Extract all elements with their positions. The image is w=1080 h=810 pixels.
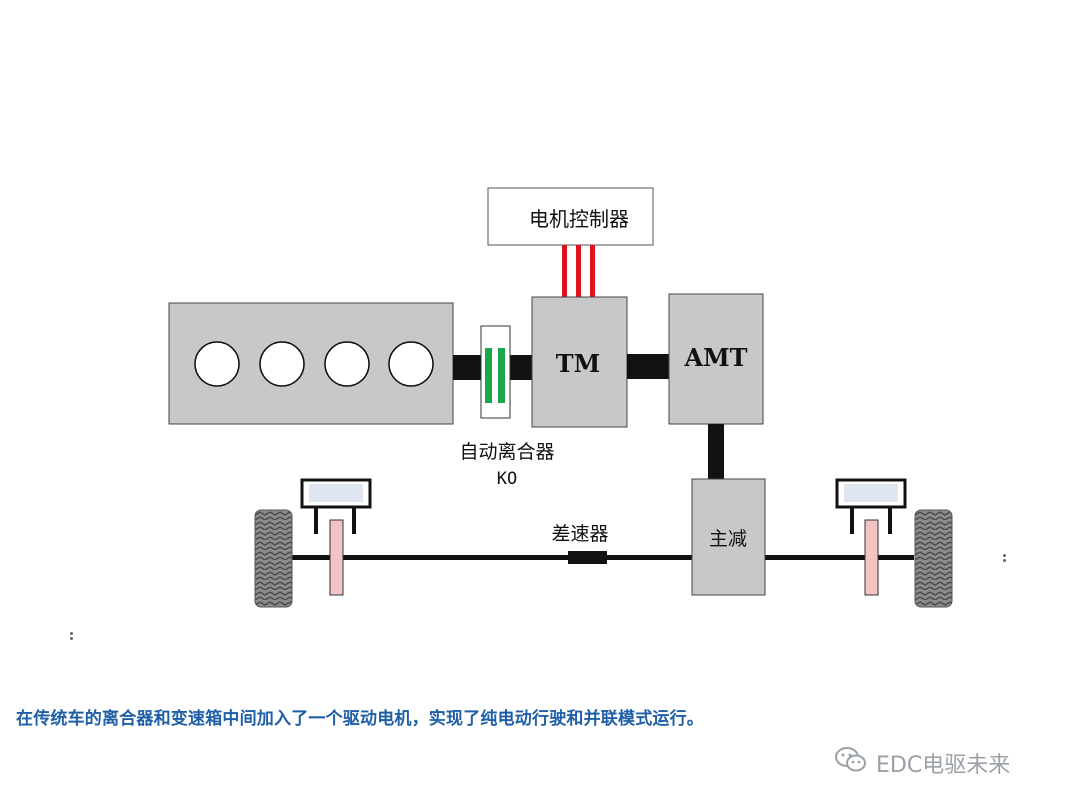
shaft-tm-amt: [627, 354, 669, 379]
clutch-code: KO: [497, 469, 517, 489]
stray-dot: [70, 632, 73, 635]
left-brake-caliper: [300, 478, 372, 596]
clutch-label: 自动离合器: [459, 441, 554, 463]
tm-block: [531, 296, 628, 428]
clutch-plate: [498, 348, 505, 403]
wechat-icon: [834, 746, 868, 780]
left-wheel: [254, 509, 293, 608]
amt-label: AMT: [683, 343, 747, 372]
tm-label: TM: [556, 349, 600, 378]
right-brake-caliper: [835, 478, 907, 596]
stray-dot: [1003, 559, 1006, 562]
watermark-text: EDC电驱未来: [876, 753, 1011, 778]
motor-controller-label: 电机控制器: [529, 207, 629, 231]
cylinder: [259, 341, 305, 387]
stray-dot: [70, 637, 73, 640]
final-drive-label: 主减: [709, 528, 747, 550]
cylinder: [388, 341, 434, 387]
watermark: EDC电驱未来: [834, 746, 1011, 780]
differential: [568, 551, 607, 564]
clutch-plate: [485, 348, 492, 403]
hv-cables: [562, 245, 595, 297]
stray-dot: [1003, 554, 1006, 557]
differential-label: 差速器: [551, 523, 608, 545]
motor-controller-box: [487, 187, 654, 246]
cylinder: [194, 341, 240, 387]
caption: 在传统车的离合器和变速箱中间加入了一个驱动电机，实现了纯电动行驶和并联模式运行。: [16, 709, 704, 729]
cylinder: [324, 341, 370, 387]
right-wheel: [914, 509, 953, 608]
engine-cylinders: [194, 341, 434, 387]
final-drive-block: [691, 478, 766, 596]
shaft-amt-final-drive: [708, 424, 724, 479]
